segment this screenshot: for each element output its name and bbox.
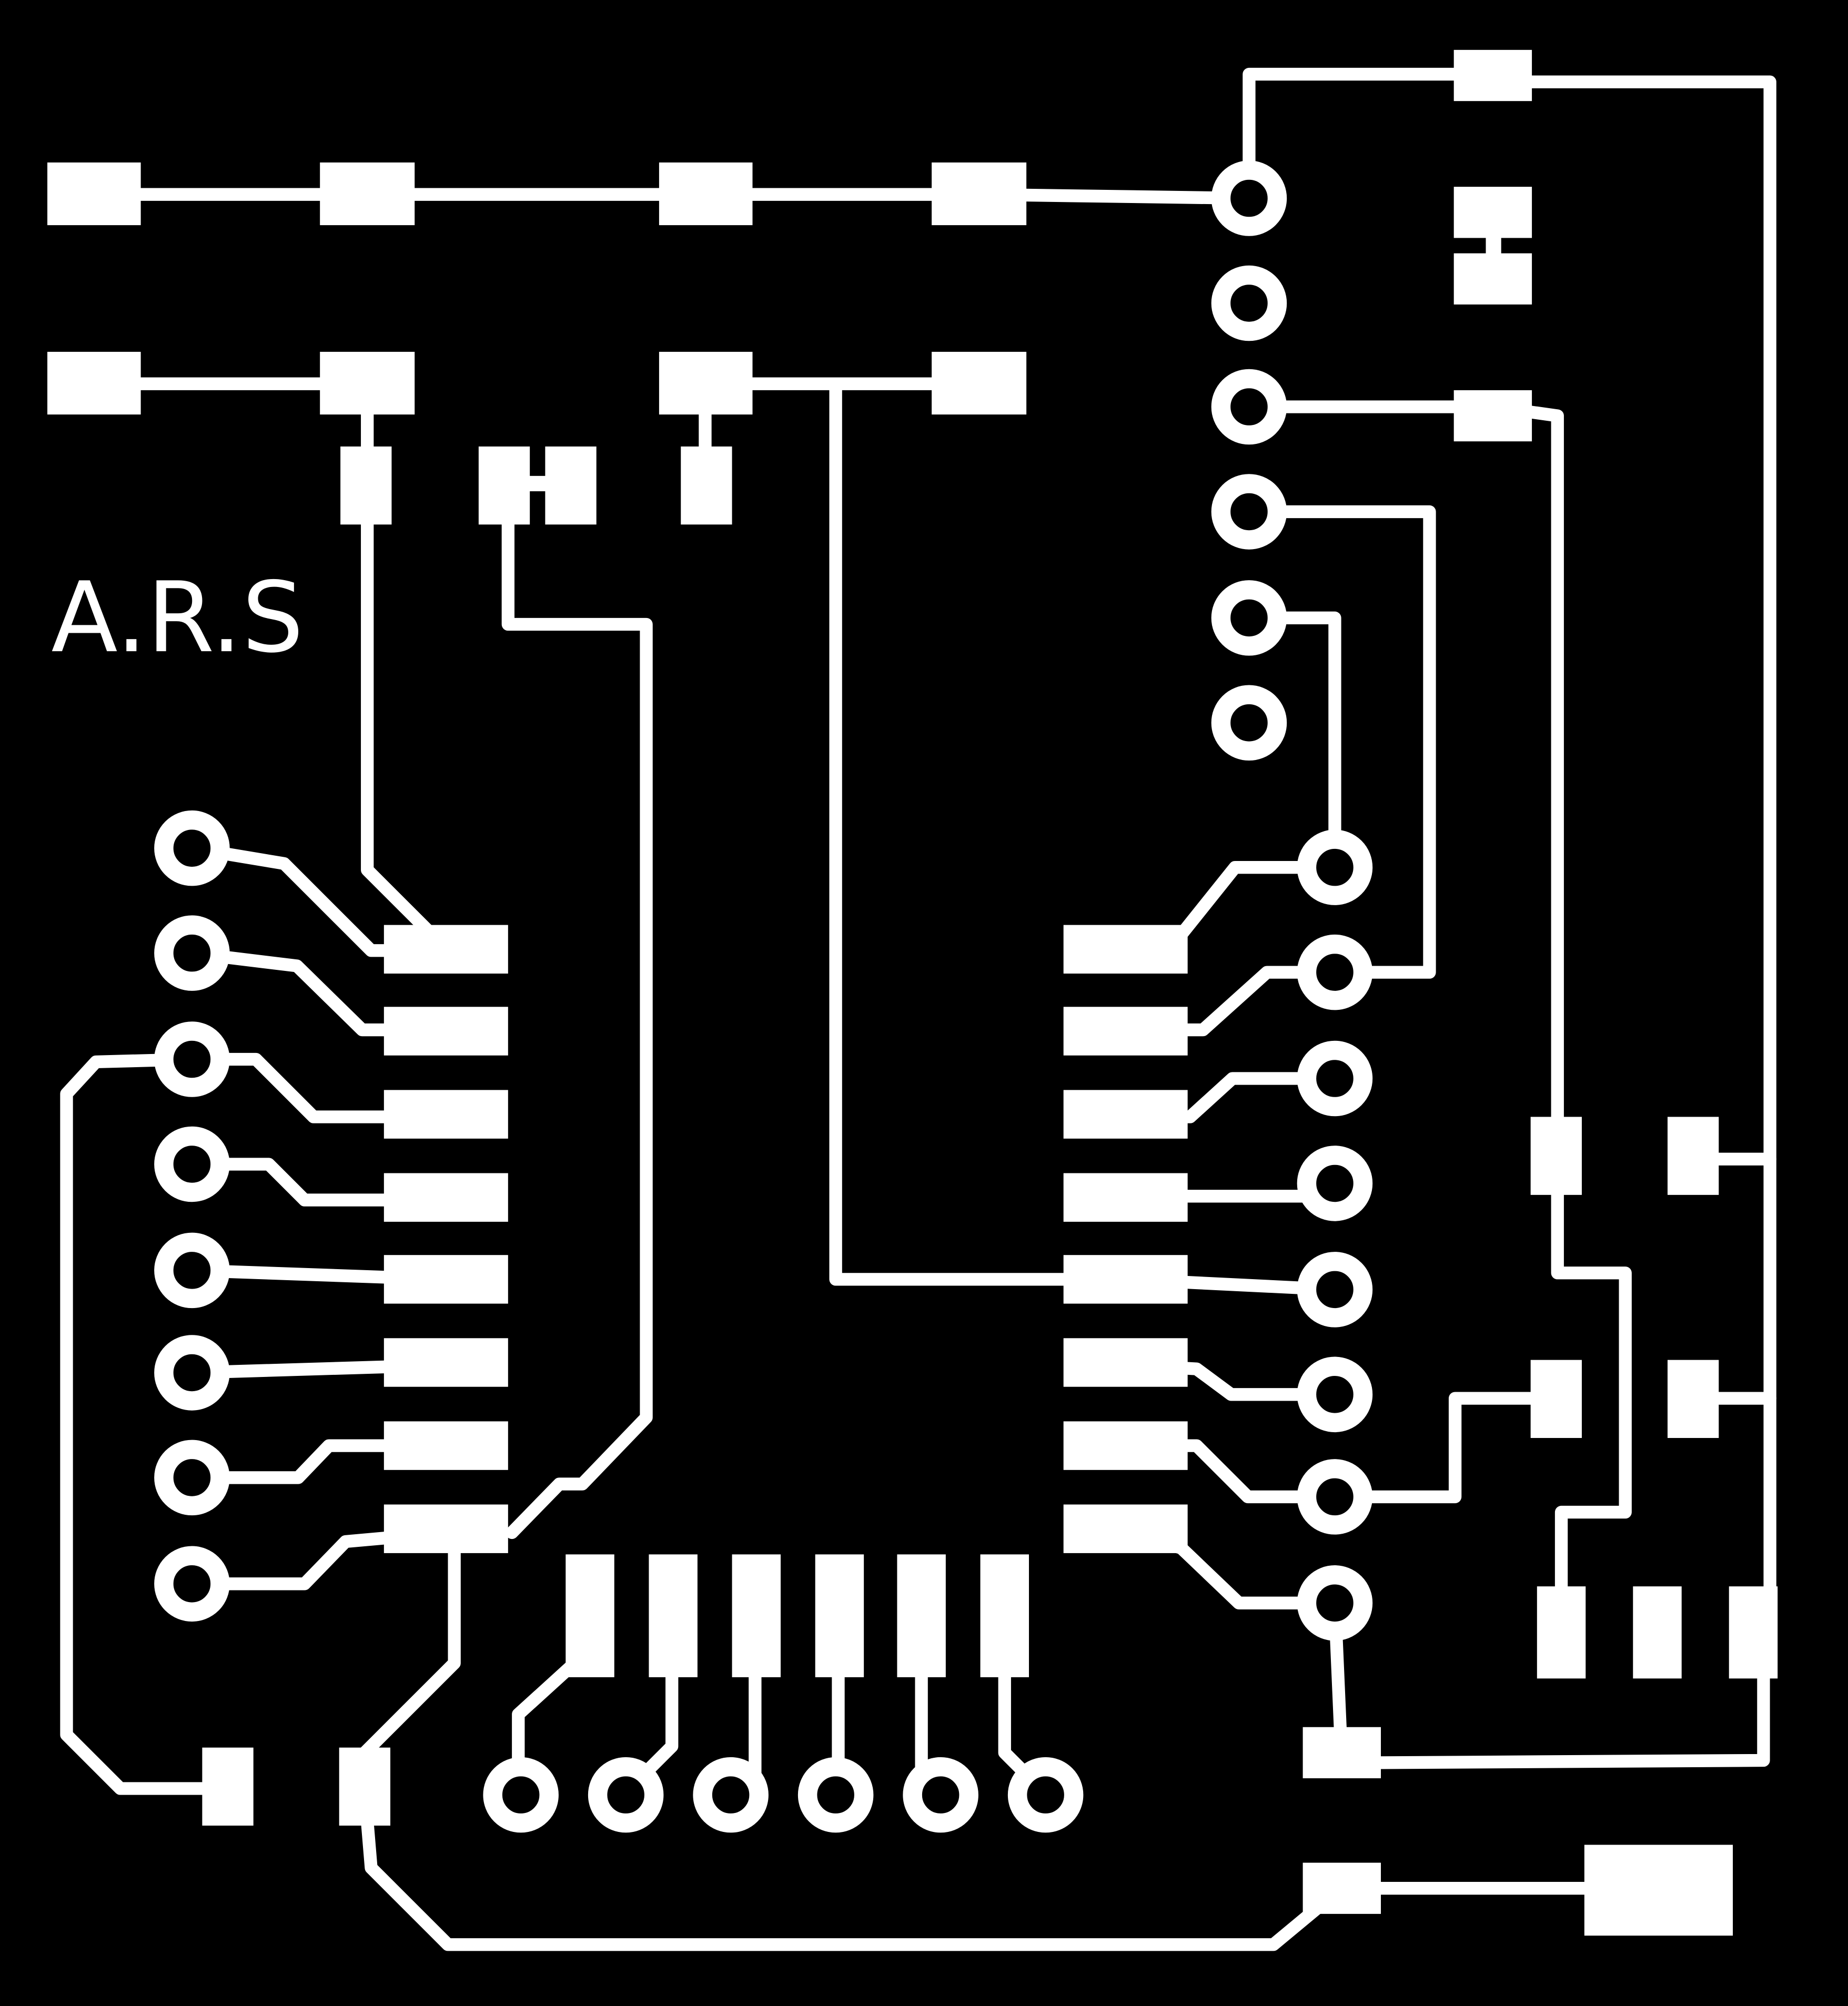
hole-left-6	[154, 1335, 230, 1411]
hole-right-1	[1297, 829, 1373, 905]
pad-r2-2	[320, 351, 415, 415]
ic-left-pin-4	[383, 1173, 508, 1222]
board-label: A.R.S	[51, 561, 304, 674]
ic-right-pin-1	[1063, 925, 1188, 974]
hole-left-7	[154, 1440, 230, 1516]
ic-bottom-pin-6	[980, 1554, 1029, 1677]
ic-left-pin-1	[383, 925, 508, 974]
pad-v-2a	[478, 446, 530, 525]
ic-bottom-pin-2	[649, 1554, 698, 1677]
ic-right-pin-4	[1063, 1173, 1188, 1222]
pad-v-1	[340, 446, 392, 525]
hole-header-4	[1211, 474, 1287, 550]
pad-reg-3	[1729, 1586, 1778, 1679]
hole-left-4	[154, 1126, 230, 1202]
trace-h-left-route	[501, 480, 653, 1539]
hole-left-5	[154, 1232, 230, 1309]
pad-r1-3	[659, 162, 753, 226]
trace-u-bottom-to-pad	[358, 1526, 461, 1759]
through-hole-pads	[154, 160, 1373, 1833]
hole-header-3	[1211, 369, 1287, 445]
pad-tr-2b	[1453, 253, 1532, 305]
pad-r2-4	[932, 351, 1027, 415]
pad-rc-2b	[1667, 1360, 1719, 1438]
ic-left-pin-8	[383, 1504, 508, 1553]
hole-bottom-2	[588, 1757, 664, 1833]
trace-r1	[1551, 1152, 1632, 1603]
ic-left-pin-7	[383, 1421, 508, 1470]
trace-ul-3b	[60, 1052, 235, 1795]
pad-v-2b	[545, 446, 597, 525]
pad-tr-3	[1453, 390, 1532, 442]
pad-reg-1	[1537, 1586, 1586, 1679]
pad-r1-1	[47, 162, 141, 226]
hole-header-5	[1211, 580, 1287, 656]
ic-right-pin-7	[1063, 1421, 1188, 1470]
ic-bottom-pin-5	[897, 1554, 946, 1677]
pad-reg-2	[1633, 1586, 1682, 1679]
pad-rc-2a	[1530, 1360, 1582, 1438]
pad-tr-2a	[1453, 187, 1532, 238]
ic-right-pin-6	[1063, 1338, 1188, 1387]
pad-r2-3	[659, 351, 753, 415]
pad-bl-2	[339, 1747, 391, 1826]
pad-bl-1	[202, 1747, 254, 1826]
hole-left-3	[154, 1021, 230, 1097]
trace-mid-vertical	[829, 377, 1133, 1286]
pad-tr-2-bridge	[1486, 230, 1501, 261]
hole-header-1	[1211, 160, 1287, 236]
hole-right-6	[1297, 1356, 1373, 1433]
ic-left-pin-6	[383, 1338, 508, 1387]
pad-br-1	[1302, 1727, 1381, 1779]
hole-left-8	[154, 1546, 230, 1622]
hole-right-5	[1297, 1252, 1373, 1328]
pad-r2-1	[47, 351, 141, 415]
trace-ul-4	[185, 1158, 452, 1207]
ic-bottom-pin-1	[565, 1554, 614, 1677]
hole-right-8	[1297, 1565, 1373, 1641]
ic-bottom-pin-4	[815, 1554, 864, 1677]
pad-rc-1b	[1667, 1117, 1719, 1195]
ic-right-pin-2	[1063, 1007, 1188, 1056]
ic-right-pin-3	[1063, 1090, 1188, 1139]
pad-v-2-bridge	[524, 475, 551, 492]
hole-bottom-4	[797, 1757, 874, 1833]
hole-header-6	[1211, 685, 1287, 761]
hole-bottom-1	[483, 1757, 559, 1833]
pad-r1-2	[320, 162, 415, 226]
hole-left-2	[154, 915, 230, 991]
hole-bottom-3	[693, 1757, 769, 1833]
ic-left-pin-2	[383, 1007, 508, 1056]
pad-br-2	[1302, 1862, 1381, 1914]
trace-r4	[1328, 1392, 1564, 1504]
hole-left-1	[154, 810, 230, 886]
smd-pads	[47, 49, 1778, 1936]
trace-bottom-loop	[358, 1785, 1348, 1951]
hole-bottom-6	[1007, 1757, 1084, 1833]
pad-rc-1a	[1530, 1117, 1582, 1195]
hole-right-3	[1297, 1040, 1373, 1117]
ic-left-pin-5	[383, 1255, 508, 1304]
pad-tr-1	[1453, 49, 1532, 102]
ic-right-pin-8	[1063, 1504, 1188, 1553]
hole-right-7	[1297, 1459, 1373, 1535]
hole-right-2	[1297, 934, 1373, 1010]
trace-header-4	[1243, 505, 1436, 979]
ic-left-pin-3	[383, 1090, 508, 1139]
pad-v-3	[681, 446, 732, 525]
hole-bottom-5	[903, 1757, 978, 1833]
hole-header-2	[1211, 265, 1287, 341]
trace-drop-left	[361, 377, 436, 938]
hole-right-4	[1297, 1146, 1373, 1221]
pad-r1-4	[932, 162, 1027, 226]
ic-right-pin-5	[1063, 1255, 1188, 1304]
pad-br-large	[1584, 1845, 1733, 1936]
ic-bottom-pin-3	[732, 1554, 781, 1677]
